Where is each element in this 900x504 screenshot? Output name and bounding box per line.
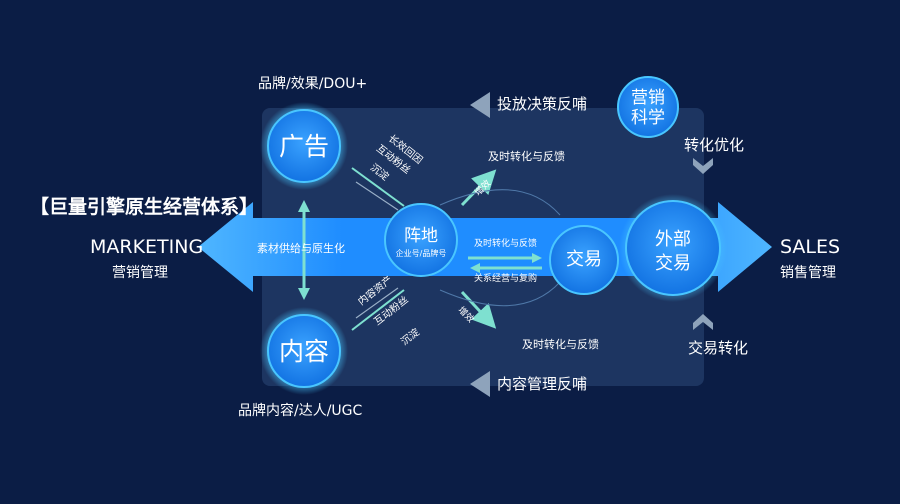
science-label-line2: 科学 — [631, 108, 665, 128]
link-head-up — [298, 200, 310, 212]
convert-label: 交易转化 — [688, 339, 749, 357]
materials-label: 素材供给与原生化 — [257, 242, 345, 255]
feedback-bottom-label: 内容管理反哺 — [497, 375, 588, 393]
timely-top-label: 及时转化与反馈 — [488, 150, 565, 163]
content-to-base-line-thin — [355, 287, 399, 319]
feedback-top-arrow — [470, 92, 490, 118]
base-deal-head-forward — [532, 253, 542, 263]
base-deal-head-back — [470, 263, 480, 273]
ads-to-base-line — [351, 167, 405, 207]
content-caption: 品牌内容/达人/UGC — [238, 403, 363, 419]
system-title: 【巨量引擎原生经营体系】 — [30, 196, 259, 218]
science-label-line1: 营销 — [631, 88, 665, 108]
optimize-label: 转化优化 — [684, 136, 745, 154]
timely-bottom-label: 及时转化与反馈 — [522, 338, 599, 351]
base-node — [384, 203, 458, 277]
convert-chevron — [693, 314, 713, 330]
base-label: 阵地 — [404, 226, 438, 246]
content-node — [267, 314, 341, 388]
deal-label: 交易 — [566, 249, 602, 270]
ads-to-base-line-thin — [355, 181, 399, 211]
sales-title: SALES — [780, 236, 841, 258]
feedback-top-label: 投放决策反哺 — [497, 95, 588, 113]
marketing-title: MARKETING — [90, 236, 204, 258]
base-deal-bottom-label: 关系经营与复购 — [474, 274, 538, 284]
boost-top-arrow — [460, 169, 497, 207]
content-to-base-line — [351, 289, 405, 331]
link-head-down — [298, 288, 310, 300]
ads-node — [267, 109, 341, 183]
content-label: 内容 — [278, 337, 329, 366]
arc-top — [439, 189, 561, 216]
deal-node — [549, 225, 619, 295]
ads-label: 广告 — [278, 132, 329, 161]
base-sub: 企业号/品牌号 — [395, 249, 447, 258]
ads-caption: 品牌/效果/DOU+ — [258, 76, 368, 92]
boost-bottom-arrow — [460, 290, 497, 329]
marketing-subtitle: 营销管理 — [112, 265, 168, 281]
base-deal-top-label: 及时转化与反馈 — [474, 239, 538, 249]
arc-bottom — [439, 281, 561, 307]
optimize-chevron — [693, 158, 713, 174]
external-label-line2: 交易 — [655, 253, 691, 274]
sales-subtitle: 销售管理 — [780, 265, 836, 281]
feedback-bottom-arrow — [470, 371, 490, 397]
science-node — [617, 76, 679, 138]
external-node — [625, 200, 721, 296]
external-label-line1: 外部 — [655, 229, 691, 250]
